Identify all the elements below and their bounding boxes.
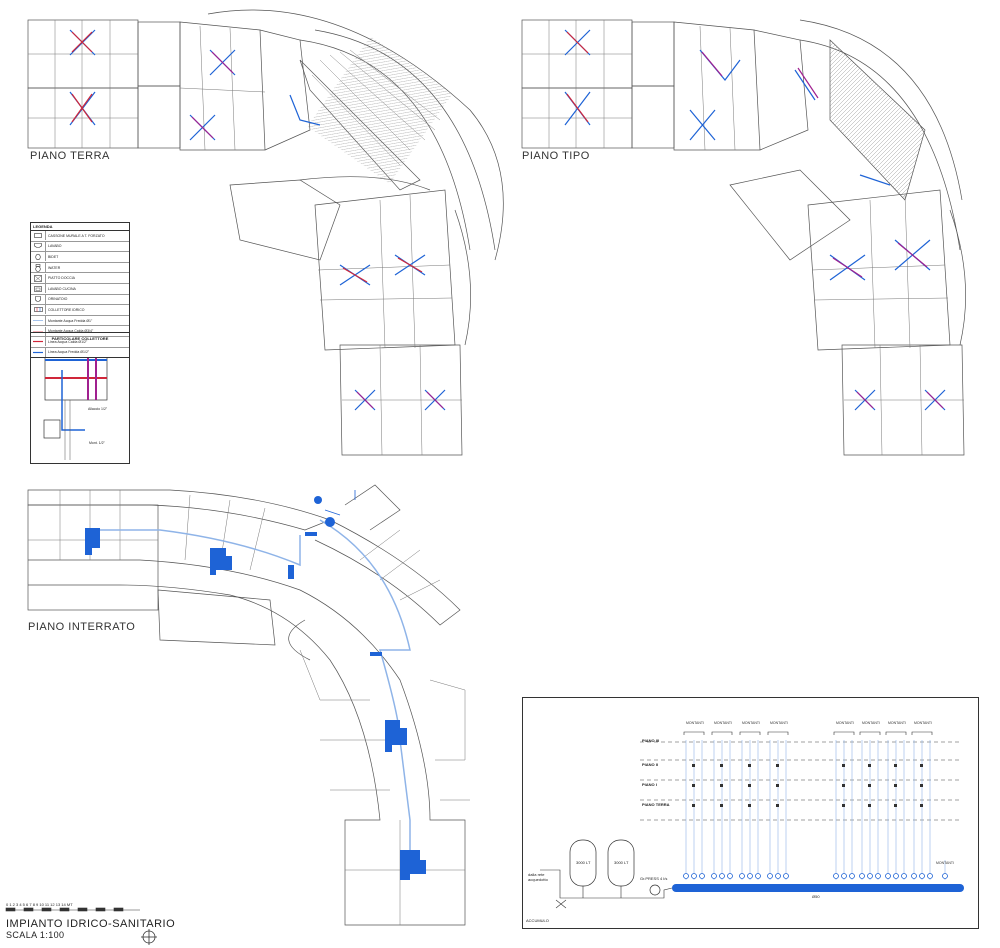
svg-text:MONTANTI: MONTANTI	[686, 721, 704, 725]
cistern-icon	[31, 231, 46, 241]
plan-typical-floor	[521, 19, 966, 456]
legend-item-label: CASSONE MURALE A T. FORZATO	[48, 233, 105, 238]
legend-item: COLLETTORE IDRICO	[31, 305, 129, 316]
legend-item-label: Montante Acqua Calda Ø3/4"	[48, 329, 94, 334]
pump-label: Gr.PRESS 4 l/s	[640, 876, 668, 881]
main-label: Ø50	[812, 894, 820, 899]
svg-text:MONTANTI: MONTANTI	[914, 721, 932, 725]
sheet-scale: SCALA 1:100	[6, 930, 65, 940]
collettore-detail-box: PARTICOLARE COLLETTORE Allaccio 1/2" Mon…	[30, 332, 130, 464]
accumulo-label: ACCUMULO	[526, 918, 549, 923]
manifold-icon	[31, 305, 46, 315]
collettore-note: Allaccio 1/2"	[88, 407, 108, 411]
plan-ground-floor	[27, 9, 504, 456]
collettore-note: Mont. 1/2"	[89, 441, 105, 445]
plan-label-basement: PIANO INTERRATO	[28, 621, 136, 633]
svg-text:MONTANTI: MONTANTI	[836, 721, 854, 725]
tank-label: 3000 LT	[614, 860, 629, 865]
ground-floor-piping	[69, 29, 446, 411]
legend-item-label: Montante Acqua Fredda Ø1"	[48, 318, 93, 323]
shower-tray-icon	[31, 273, 46, 283]
typical-floor-piping	[564, 29, 946, 411]
plan-label-typical: PIANO TIPO	[522, 150, 590, 162]
hot-riser-icon	[31, 326, 46, 336]
riser-diagram: MONTANTI MONTANTI MONTANTI MONTANTI MONTAN…	[540, 721, 964, 909]
legend-item-label: Linea Acqua Fredda Ø1/2"	[48, 350, 90, 355]
kitchen-sink-icon	[31, 284, 46, 294]
cold-riser-icon	[31, 316, 46, 326]
plan-label-ground: PIANO TERRA	[30, 150, 110, 162]
legend-title: LEGENDA	[31, 223, 129, 231]
legend-item-label: PIATTO DOCCIA	[48, 276, 75, 281]
cold-line-icon	[31, 347, 46, 357]
legend-item: WATER	[31, 263, 129, 274]
legend-item: Linea Acqua Fredda Ø1/2"	[31, 347, 129, 358]
basement-piping	[85, 490, 426, 880]
washbasin-icon	[31, 241, 46, 251]
inlet-label: dalla rete acquedotto	[528, 872, 548, 882]
legend-item: BIDET	[31, 252, 129, 263]
north-arrow-icon	[141, 929, 157, 945]
hot-line-icon	[31, 337, 46, 347]
floor-label: PIANO II	[642, 762, 659, 767]
svg-text:MONTANTI: MONTANTI	[888, 721, 906, 725]
legend-item-label: Linea Acqua Calda Ø1/2"	[48, 339, 88, 344]
collettore-title: PARTICOLARE COLLETTORE	[51, 336, 109, 341]
legend-item: LAVABO	[31, 241, 129, 253]
legend-item-label: WATER	[48, 265, 61, 270]
scale-bar-label: 0 1 2 3 4 5 6 7 8 9 10 11 12 13 14 MT	[6, 902, 73, 907]
svg-text:MONTANTI: MONTANTI	[770, 721, 788, 725]
floor-label: PIANO TERRA	[642, 802, 670, 807]
legend-item: Montante Acqua Calda Ø3/4"	[31, 326, 129, 337]
bidet-icon	[31, 252, 46, 262]
legend-item: LAVABO CUCINA	[31, 284, 129, 295]
legend-item-label: ORINATOIO	[48, 297, 68, 302]
riser-diagram-frame	[522, 697, 979, 929]
legend-item-label: COLLETTORE IDRICO	[48, 307, 85, 312]
floor-label: PIANO I	[642, 782, 657, 787]
urinal-icon	[31, 294, 46, 304]
sheet-title: IMPIANTO IDRICO-SANITARIO	[6, 918, 176, 930]
legend: LEGENDA CASSONE MURALE A T. FORZATO LAVA…	[30, 222, 130, 359]
legend-item: Linea Acqua Calda Ø1/2"	[31, 337, 129, 348]
legend-item-label: LAVABO CUCINA	[48, 286, 76, 291]
scale-bar	[5, 907, 140, 912]
legend-item-label: BIDET	[48, 254, 59, 259]
title-block: IMPIANTO IDRICO-SANITARIO SCALA 1:100	[6, 918, 175, 940]
svg-text:MONTANTI: MONTANTI	[936, 861, 954, 865]
legend-item-label: LAVABO	[48, 244, 62, 249]
wc-icon	[31, 263, 46, 273]
legend-item: ORINATOIO	[31, 294, 129, 306]
legend-item: Montante Acqua Fredda Ø1"	[31, 316, 129, 327]
floor-label: PIANO III	[642, 738, 660, 743]
tank-label: 3000 LT	[576, 860, 591, 865]
svg-text:MONTANTI: MONTANTI	[742, 721, 760, 725]
legend-item: CASSONE MURALE A T. FORZATO	[31, 231, 129, 242]
svg-text:MONTANTI: MONTANTI	[862, 721, 880, 725]
legend-item: PIATTO DOCCIA	[31, 273, 129, 284]
svg-text:MONTANTI: MONTANTI	[714, 721, 732, 725]
